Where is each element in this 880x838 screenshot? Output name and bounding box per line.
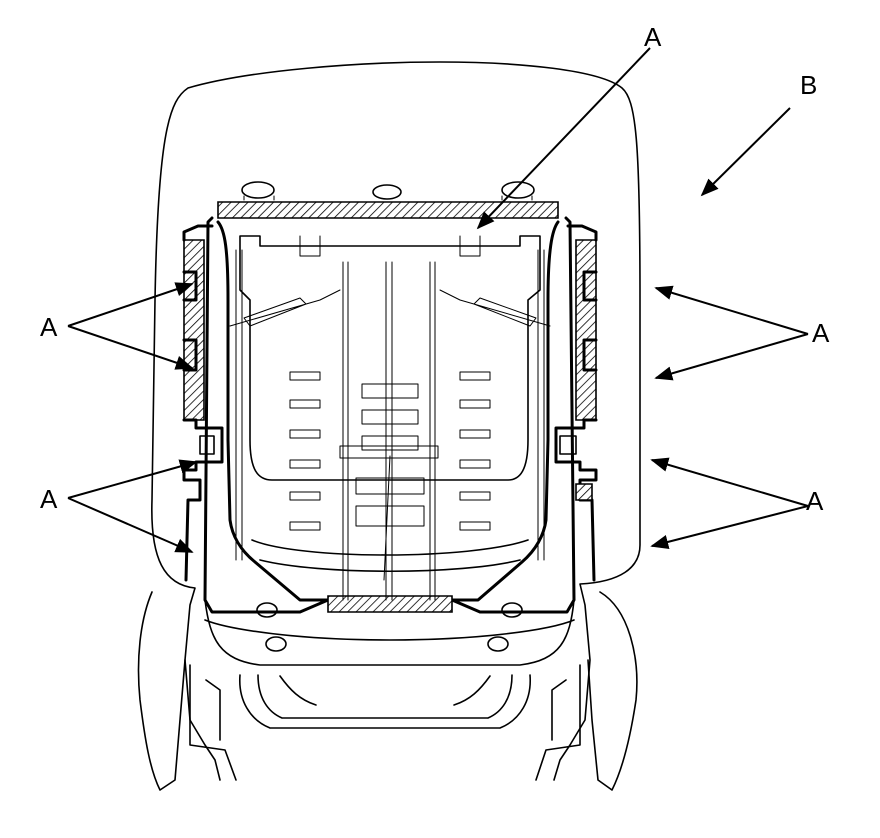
spring-slats-right — [459, 371, 491, 531]
seat-back-outline — [151, 61, 641, 781]
bottom-frame-section — [327, 595, 453, 613]
lumbar-panel — [339, 383, 439, 581]
top-frame-section — [217, 201, 559, 219]
mount-hole-left — [256, 602, 278, 618]
callout-a-left-lower: A — [40, 484, 58, 514]
inner-frame — [216, 220, 560, 602]
callout-a-right-lower: A — [806, 486, 824, 516]
callout-a-right-upper: A — [812, 318, 830, 348]
mount-hole-center-left — [265, 636, 287, 652]
spring-slats-left — [289, 371, 321, 531]
bottom-mount — [204, 599, 575, 666]
side-rods — [235, 235, 545, 561]
recliner-cable — [239, 674, 531, 729]
headrest-holes — [241, 181, 535, 201]
left-side-trim — [182, 224, 224, 582]
callout-a-top: A — [644, 22, 662, 52]
right-side-trim — [554, 224, 598, 582]
seat-cushion-left — [137, 591, 186, 791]
mount-hole-center-right — [487, 636, 509, 652]
angled-bars — [229, 289, 551, 327]
frame-outline — [203, 216, 576, 614]
lower-crossbar — [251, 539, 529, 573]
callout-arrows — [67, 47, 809, 553]
callout-b: B — [800, 70, 817, 100]
callout-a-left-upper: A — [40, 312, 58, 342]
mount-hole-right — [501, 602, 523, 618]
center-rods — [342, 261, 436, 601]
lower-supports — [189, 664, 581, 781]
seat-cushion-right — [587, 591, 638, 791]
frame-loop — [239, 235, 541, 481]
